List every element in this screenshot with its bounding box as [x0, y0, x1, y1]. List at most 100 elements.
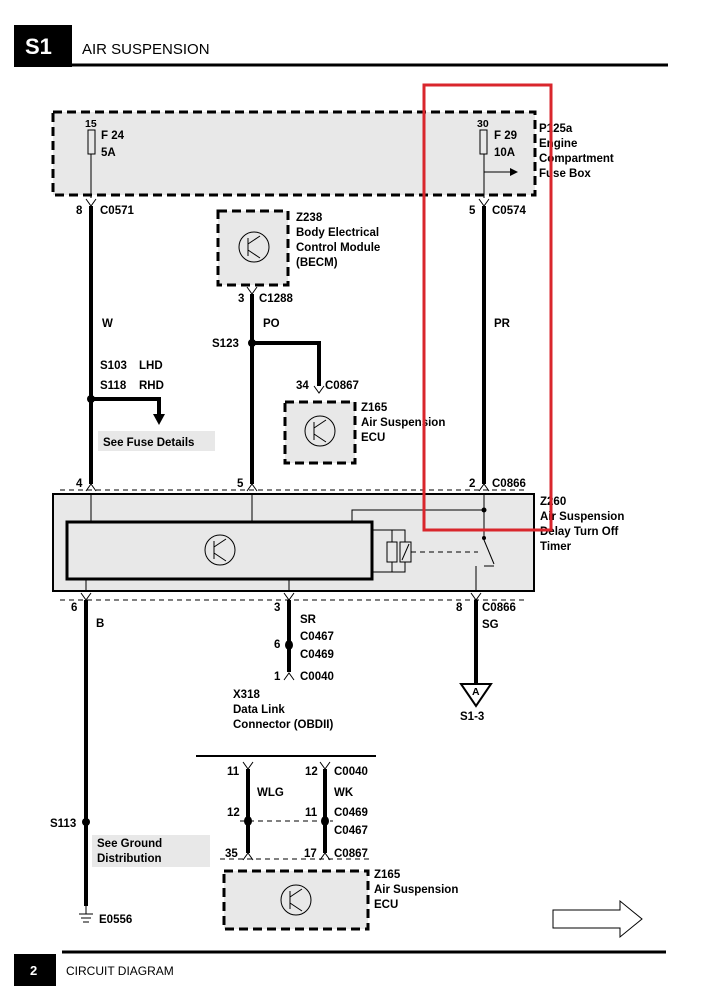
- becm-connector: C1288: [259, 293, 293, 305]
- wire-po-branch: [252, 341, 321, 386]
- timer-fork-4: [85, 483, 97, 492]
- fuse-box-name-1: Engine: [539, 138, 577, 150]
- right-top-fork: [478, 198, 490, 207]
- splice-s113: S113: [50, 818, 76, 830]
- timer-bottom-fork-8: [470, 592, 482, 601]
- ground-wire-pin: 6: [71, 602, 77, 614]
- left-top-pin: 8: [76, 205, 83, 217]
- splice-s118: S118: [100, 380, 127, 392]
- bottom-fork-right-bot: [319, 852, 331, 861]
- bottom-conn-row3: C0867: [334, 848, 368, 860]
- becm-name-3: (BECM): [296, 257, 338, 269]
- ground-id: E0556: [99, 914, 132, 926]
- bottom-conn-row2b: C0467: [334, 825, 368, 837]
- data-wire-end-pin: 1: [274, 671, 281, 683]
- fuse-box-name-2: Compartment: [539, 153, 614, 165]
- fuse-details-box: [98, 431, 215, 451]
- wire-wlg-label: WLG: [257, 787, 284, 799]
- data-wire-end-fork: [283, 672, 295, 681]
- bottom-pin-11-top: 11: [227, 766, 240, 778]
- bottom-fork-left-top: [242, 761, 254, 770]
- ecu-upper-name-1: Air Suspension: [361, 417, 445, 429]
- becm-outline: [216, 209, 290, 287]
- sg-wire-pin: 8: [456, 602, 463, 614]
- bottom-pin-11-mid: 11: [305, 807, 318, 819]
- wire-sr-label: SR: [300, 614, 317, 626]
- fuse-detail-arrowhead: [153, 414, 165, 425]
- bottom-ecu-transistor-icon: [280, 884, 312, 916]
- timer-transistor-symbol: [213, 538, 227, 562]
- page-title: AIR SUSPENSION: [82, 41, 210, 58]
- timer-id: Z260: [540, 496, 566, 508]
- timer-inner-module: [65, 520, 374, 581]
- ground-dist-label-1: See Ground: [97, 838, 162, 850]
- ecu-upper-outline: [283, 400, 357, 465]
- data-wire-end-conn: C0040: [300, 671, 334, 683]
- becm-name-2: Control Module: [296, 242, 380, 254]
- ecu-upper-transistor-icon: [304, 415, 336, 447]
- wire-wk-label: WK: [334, 787, 354, 799]
- wire-po-label: PO: [263, 318, 280, 330]
- timer-pin-2: 2: [469, 478, 475, 490]
- bottom-ecu-name-2: ECU: [374, 899, 398, 911]
- bottom-fork-right-top: [319, 761, 331, 770]
- bottom-inline-left: [244, 816, 252, 826]
- timer-pin-5: 5: [237, 478, 244, 490]
- bottom-pin-17: 17: [304, 848, 317, 860]
- fuse-left-rating: 5A: [101, 147, 116, 159]
- footer-page-badge: [14, 954, 56, 986]
- obd-id: X318: [233, 689, 260, 701]
- data-wire-conn-b: C0469: [300, 649, 334, 661]
- becm-id: Z238: [296, 212, 323, 224]
- fuse-right-pin: 30: [477, 118, 489, 130]
- fuse-box-outline: [51, 110, 537, 197]
- splice-s123: S123: [212, 338, 239, 350]
- sg-ref-label: S1-3: [460, 711, 484, 723]
- timer-pin-4: 4: [76, 478, 83, 490]
- bottom-ecu-id: Z165: [374, 869, 401, 881]
- footer-page-number: 2: [30, 963, 37, 978]
- wire-w-label: W: [102, 318, 113, 330]
- bottom-pin-12-mid: 12: [227, 807, 240, 819]
- becm-fork: [246, 286, 258, 295]
- timer-bottom-fork-6: [80, 592, 92, 601]
- timer-relay-coil: [386, 541, 398, 563]
- wire-pr-label: PR: [494, 318, 511, 330]
- ecu-upper-pin: 34: [296, 380, 309, 392]
- ecu-upper-fork: [313, 385, 325, 394]
- splice-s118-note: RHD: [139, 380, 164, 392]
- bottom-ecu-transistor-symbol: [289, 888, 303, 912]
- wire-fuse-detail: [91, 397, 161, 417]
- timer-relay-wiring: [372, 529, 406, 573]
- data-wire-pin: 3: [274, 602, 280, 614]
- sg-wire-connector: C0866: [482, 602, 516, 614]
- bottom-conn-row2a: C0469: [334, 807, 368, 819]
- left-top-fork: [85, 198, 97, 207]
- wire-sg-label: SG: [482, 619, 499, 631]
- timer-relay-contact-node: [482, 536, 486, 540]
- timer-name-2: Delay Turn Off: [540, 526, 619, 538]
- timer-top-connector: C0866: [492, 478, 526, 490]
- right-top-pin: 5: [469, 205, 476, 217]
- timer-relay-feed: [351, 494, 485, 522]
- sg-ref-triangle: [459, 683, 493, 708]
- fuse-details-label: See Fuse Details: [103, 437, 194, 449]
- timer-bottom-fork-3: [283, 592, 295, 601]
- timer-fork-5: [246, 483, 258, 492]
- becm-name-1: Body Electrical: [296, 227, 379, 239]
- sg-ref-marker: A: [472, 686, 480, 698]
- data-wire-mid-pin: 6: [274, 639, 280, 651]
- next-page-arrow-icon[interactable]: [552, 899, 643, 939]
- timer-transistor-icon: [204, 534, 236, 566]
- highlight-box: [422, 83, 553, 532]
- bottom-inline-right: [321, 816, 329, 826]
- bottom-conn-row1: C0040: [334, 766, 368, 778]
- ground-dist-box: [92, 835, 210, 867]
- bottom-pin-35: 35: [225, 848, 238, 860]
- fuse-box-name-3: Fuse Box: [539, 168, 591, 180]
- bottom-ecu-outline: [222, 869, 370, 931]
- obd-name-2: Connector (OBDII): [233, 719, 333, 731]
- ecu-upper-transistor-symbol: [313, 419, 327, 443]
- footer-label: CIRCUIT DIAGRAM: [66, 964, 174, 978]
